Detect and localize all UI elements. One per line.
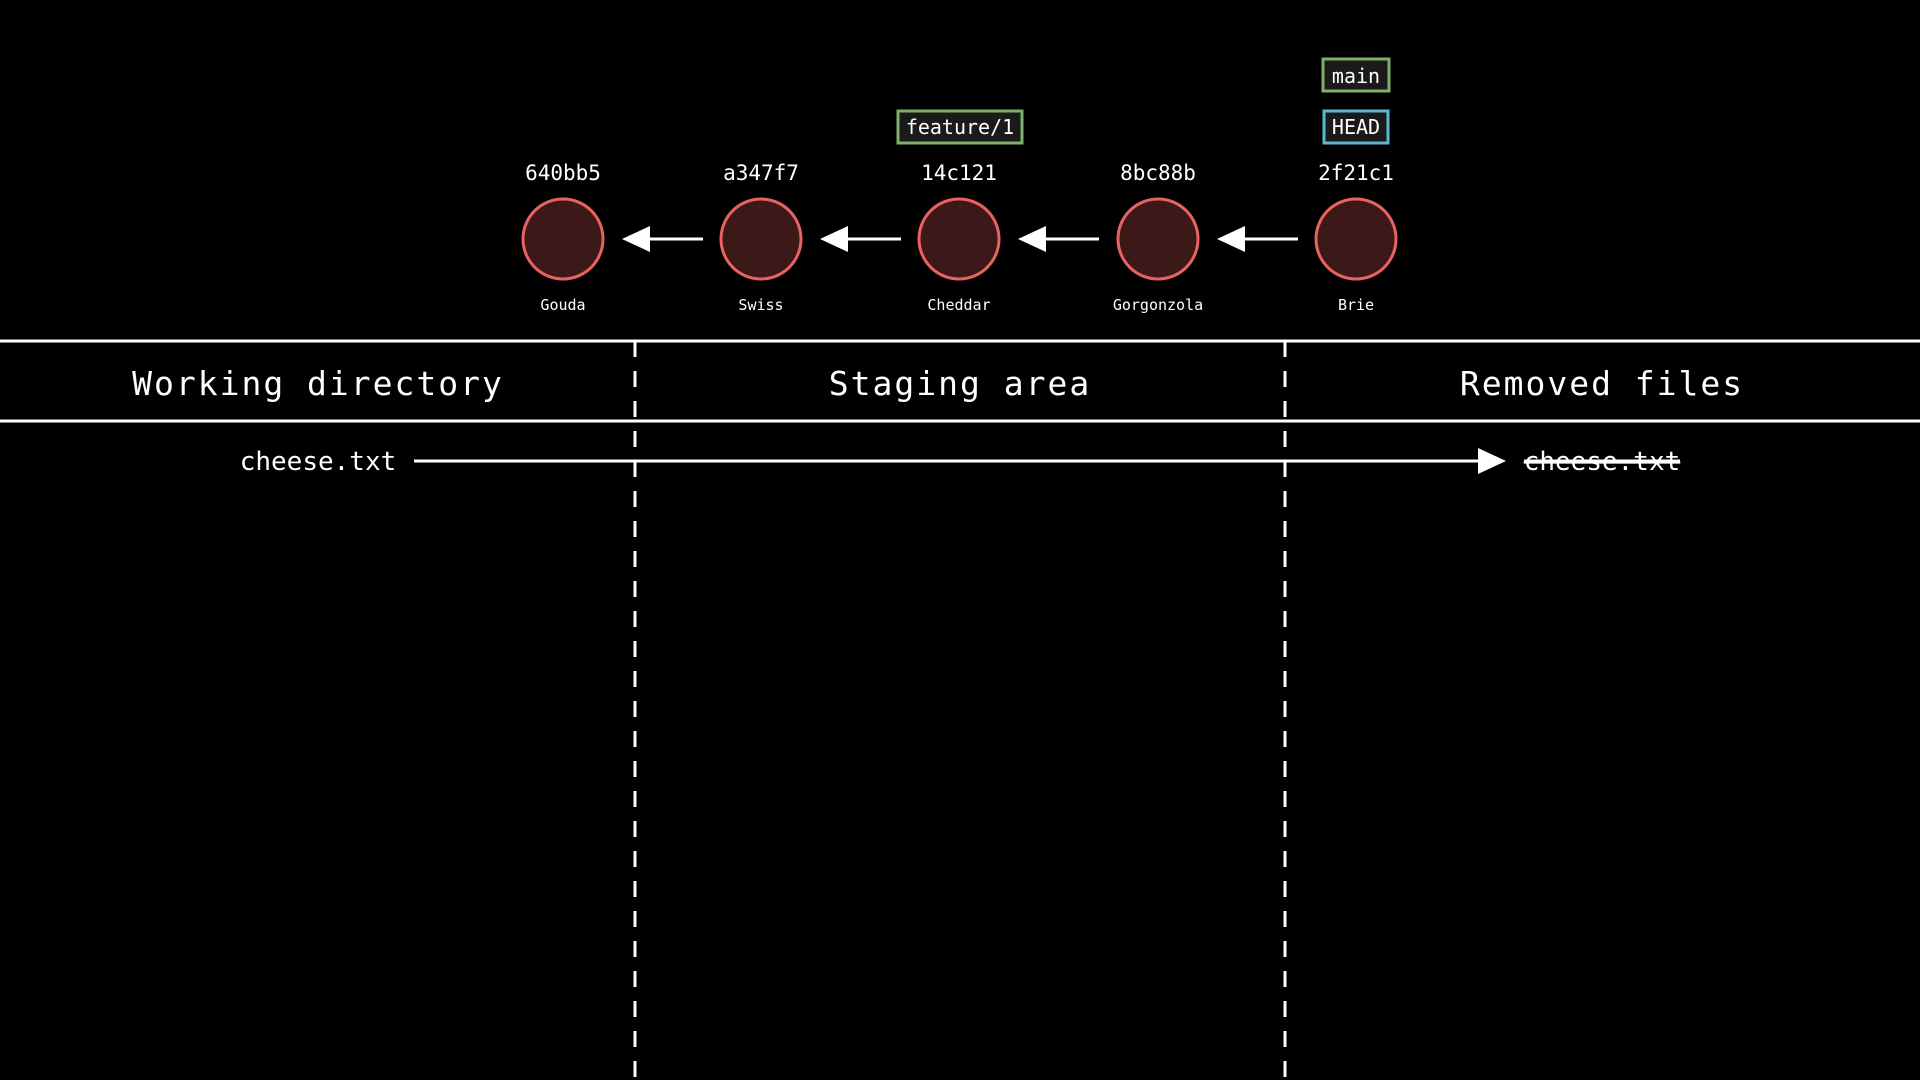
arrow-left-icon xyxy=(820,226,848,252)
commit-hash: 14c121 xyxy=(921,161,997,185)
file-move: cheese.txt cheese.txt xyxy=(240,447,1681,477)
commit-name: Swiss xyxy=(738,296,783,314)
commit-circle xyxy=(521,197,605,281)
commit-circle xyxy=(1116,197,1200,281)
branch-label-main[interactable]: main xyxy=(1321,57,1391,93)
branch-label-box xyxy=(896,109,1024,145)
commit-graph: 640bb5 Gouda a347f7 Swiss 14c121 Cheddar… xyxy=(521,57,1398,314)
commit-circle xyxy=(1314,197,1398,281)
section-title-removed-files: Removed files xyxy=(1460,364,1744,403)
working-file-name[interactable]: cheese.txt xyxy=(240,447,397,477)
section-title-staging-area: Staging area xyxy=(829,364,1091,403)
arrow-left-icon xyxy=(1217,226,1245,252)
branch-label-feature[interactable]: feature/1 xyxy=(896,109,1024,145)
section-header: Working directory Staging area Removed f… xyxy=(0,339,1920,423)
commit-hash: 2f21c1 xyxy=(1318,161,1394,185)
commit-name: Gorgonzola xyxy=(1113,296,1203,314)
commit-hash: a347f7 xyxy=(723,161,799,185)
arrow-left-icon xyxy=(1018,226,1046,252)
head-label-box xyxy=(1322,109,1390,145)
parent-arrow xyxy=(1217,226,1298,252)
commit-node-brie[interactable]: 2f21c1 Brie xyxy=(1314,161,1398,314)
commit-name: Brie xyxy=(1338,296,1374,314)
head-label[interactable]: HEAD xyxy=(1322,109,1390,145)
section-title-working-directory: Working directory xyxy=(132,364,504,403)
commit-circle xyxy=(917,197,1001,281)
commit-name: Gouda xyxy=(540,296,585,314)
commit-hash: 8bc88b xyxy=(1120,161,1196,185)
arrow-left-icon xyxy=(622,226,650,252)
commit-name: Cheddar xyxy=(927,296,990,314)
branch-label-text: main xyxy=(1332,64,1380,88)
parent-arrow xyxy=(622,226,703,252)
branch-label-box xyxy=(1321,57,1391,93)
parent-arrow xyxy=(1018,226,1099,252)
head-label-text: HEAD xyxy=(1332,115,1380,139)
branch-label-text: feature/1 xyxy=(906,115,1014,139)
parent-arrow xyxy=(820,226,901,252)
commit-hash: 640bb5 xyxy=(525,161,601,185)
commit-circle xyxy=(719,197,803,281)
arrow-right-icon xyxy=(1478,448,1506,474)
commit-node-gorgonzola[interactable]: 8bc88b Gorgonzola xyxy=(1113,161,1203,314)
commit-node-swiss[interactable]: a347f7 Swiss xyxy=(719,161,803,314)
commit-node-gouda[interactable]: 640bb5 Gouda xyxy=(521,161,605,314)
commit-node-cheddar[interactable]: 14c121 Cheddar xyxy=(917,161,1001,314)
